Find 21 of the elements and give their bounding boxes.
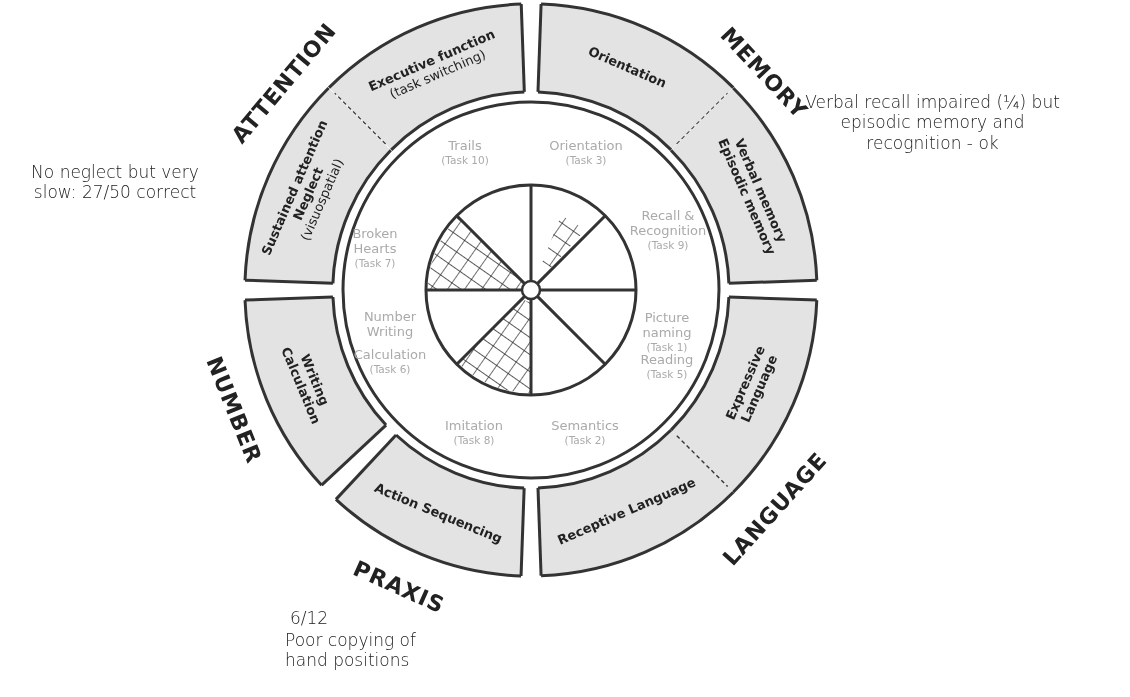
task-label: Orientation (548, 138, 624, 154)
task-label: (Task 1) (646, 340, 688, 353)
task-label: Reading (639, 352, 695, 368)
task-label: Imitation (443, 418, 504, 434)
handwritten-note: No neglect but very slow: 27/50 correct (30, 162, 200, 203)
task-label: (Task 5) (645, 367, 689, 380)
task-label: (Task 9) (646, 238, 690, 251)
task-label: (Task 7) (353, 256, 397, 269)
task-label: Semantics (550, 418, 620, 434)
task-label: Recall & Recognition (628, 209, 708, 239)
task-label: (Task 3) (564, 153, 608, 166)
task-label: Number Writing (362, 309, 418, 340)
handwritten-note: Poor copying of hand positions (285, 630, 417, 671)
handwritten-note: 6/12 (290, 608, 330, 629)
task-label: (Task 2) (563, 433, 607, 446)
task-label: (Task 10) (440, 153, 490, 166)
task-label: (Task 6) (368, 362, 412, 375)
task-label: Picture naming (641, 310, 693, 341)
task-label: Broken Hearts (351, 227, 399, 257)
task-label: (Task 8) (452, 433, 496, 446)
task-label: Trails (447, 138, 483, 154)
